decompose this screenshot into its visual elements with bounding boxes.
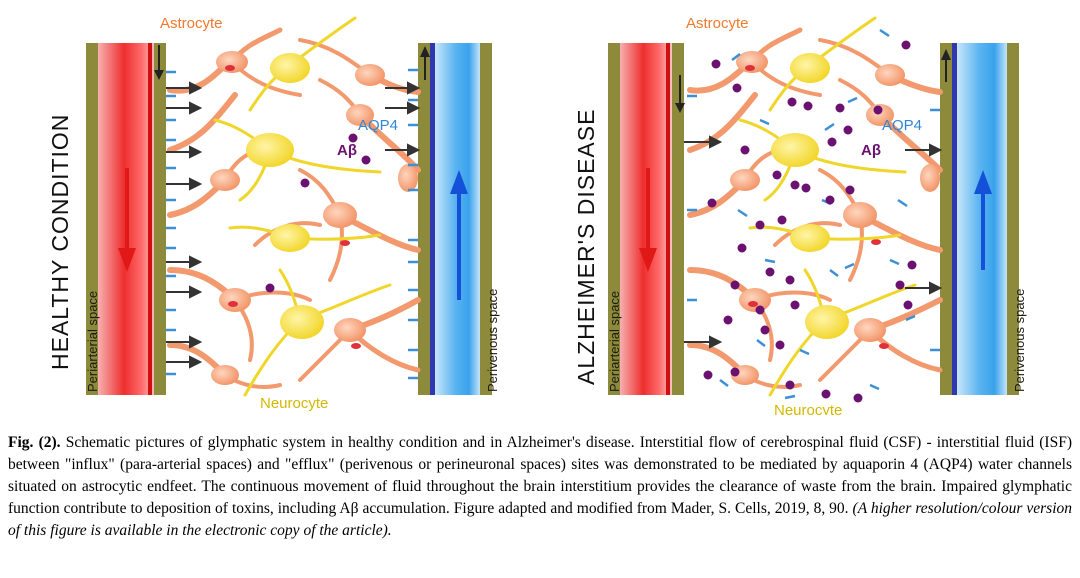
perivenous-space-label: Perivenous space (485, 289, 500, 392)
artery-stripe (148, 43, 152, 395)
isf-upflow-arrow (420, 46, 430, 80)
venous-inner-wall (940, 43, 952, 395)
neurocyte-label: Neurocyte (260, 395, 328, 412)
condition-label: HEALTHY CONDITION (47, 114, 73, 370)
csf-downflow-arrow (675, 75, 685, 113)
panel-healthy: HEALTHY CONDITION Periarterial space Per… (47, 15, 500, 412)
caption-note: (A higher resolution/colour version of t… (8, 500, 1073, 539)
condition-label: ALZHEIMER'S DISEASE (573, 109, 599, 385)
venous-outer-wall (1007, 43, 1019, 395)
vein-stripe (952, 43, 957, 395)
astrocyte-label: Astrocyte (160, 15, 223, 32)
figure: HEALTHY CONDITION Periarterial space Per… (47, 15, 1027, 415)
arterial-outer-wall (86, 43, 98, 395)
figure-caption: Fig. (2). Schematic pictures of glymphat… (8, 432, 1072, 542)
neurocyte-bodies (246, 53, 324, 339)
figure-label: Fig. (2). (8, 434, 61, 451)
vein: Perivenous space (418, 43, 500, 395)
caption-text: Schematic pictures of glymphatic system … (8, 434, 1072, 517)
astrocyte-bodies (730, 51, 940, 385)
venous-flow-arrow (974, 170, 992, 270)
isf-upflow-arrow (941, 49, 951, 82)
efflux-arrows (385, 81, 421, 157)
astrocyte-bodies (210, 51, 418, 385)
venous-inner-wall (418, 43, 430, 395)
efflux-arrows (905, 143, 943, 295)
abeta-particles (703, 40, 917, 403)
periarterial-space-label: Periarterial space (85, 291, 100, 392)
aqp4-label: AQP4 (358, 117, 398, 134)
aqp4-label: AQP4 (882, 117, 922, 134)
vein-stripe (430, 43, 435, 395)
aqp4-channels (166, 68, 418, 380)
venous-flow-arrow (450, 170, 468, 300)
arterial-outer-wall (608, 43, 620, 395)
artery: Periarterial space (85, 43, 166, 395)
perivenous-space-label: Perivenous space (1012, 289, 1027, 392)
influx-arrows (684, 135, 723, 349)
abeta-label: Aβ (861, 142, 881, 159)
panel-alzheimers: ALZHEIMER'S DISEASE Periarterial space P… (573, 15, 1027, 415)
arterial-inner-wall (154, 43, 166, 395)
neurocyte-bodies (771, 53, 849, 339)
vein: Perivenous space (940, 43, 1027, 395)
csf-downflow-arrow (154, 45, 164, 80)
arterial-inner-wall (672, 43, 684, 395)
arterial-flow-arrow (118, 168, 136, 272)
influx-arrows (166, 81, 203, 369)
aqp4-channels (687, 28, 940, 400)
artery: Periarterial space (607, 43, 685, 395)
periarterial-space-label: Periarterial space (607, 291, 622, 392)
neurocyte-label: Neurocyte (774, 402, 842, 415)
arterial-flow-arrow (639, 168, 657, 272)
astrocyte-label: Astrocyte (686, 15, 749, 32)
venous-outer-wall (480, 43, 492, 395)
abeta-particles (265, 133, 371, 293)
artery-stripe (666, 43, 670, 395)
abeta-label: Aβ (337, 142, 357, 159)
